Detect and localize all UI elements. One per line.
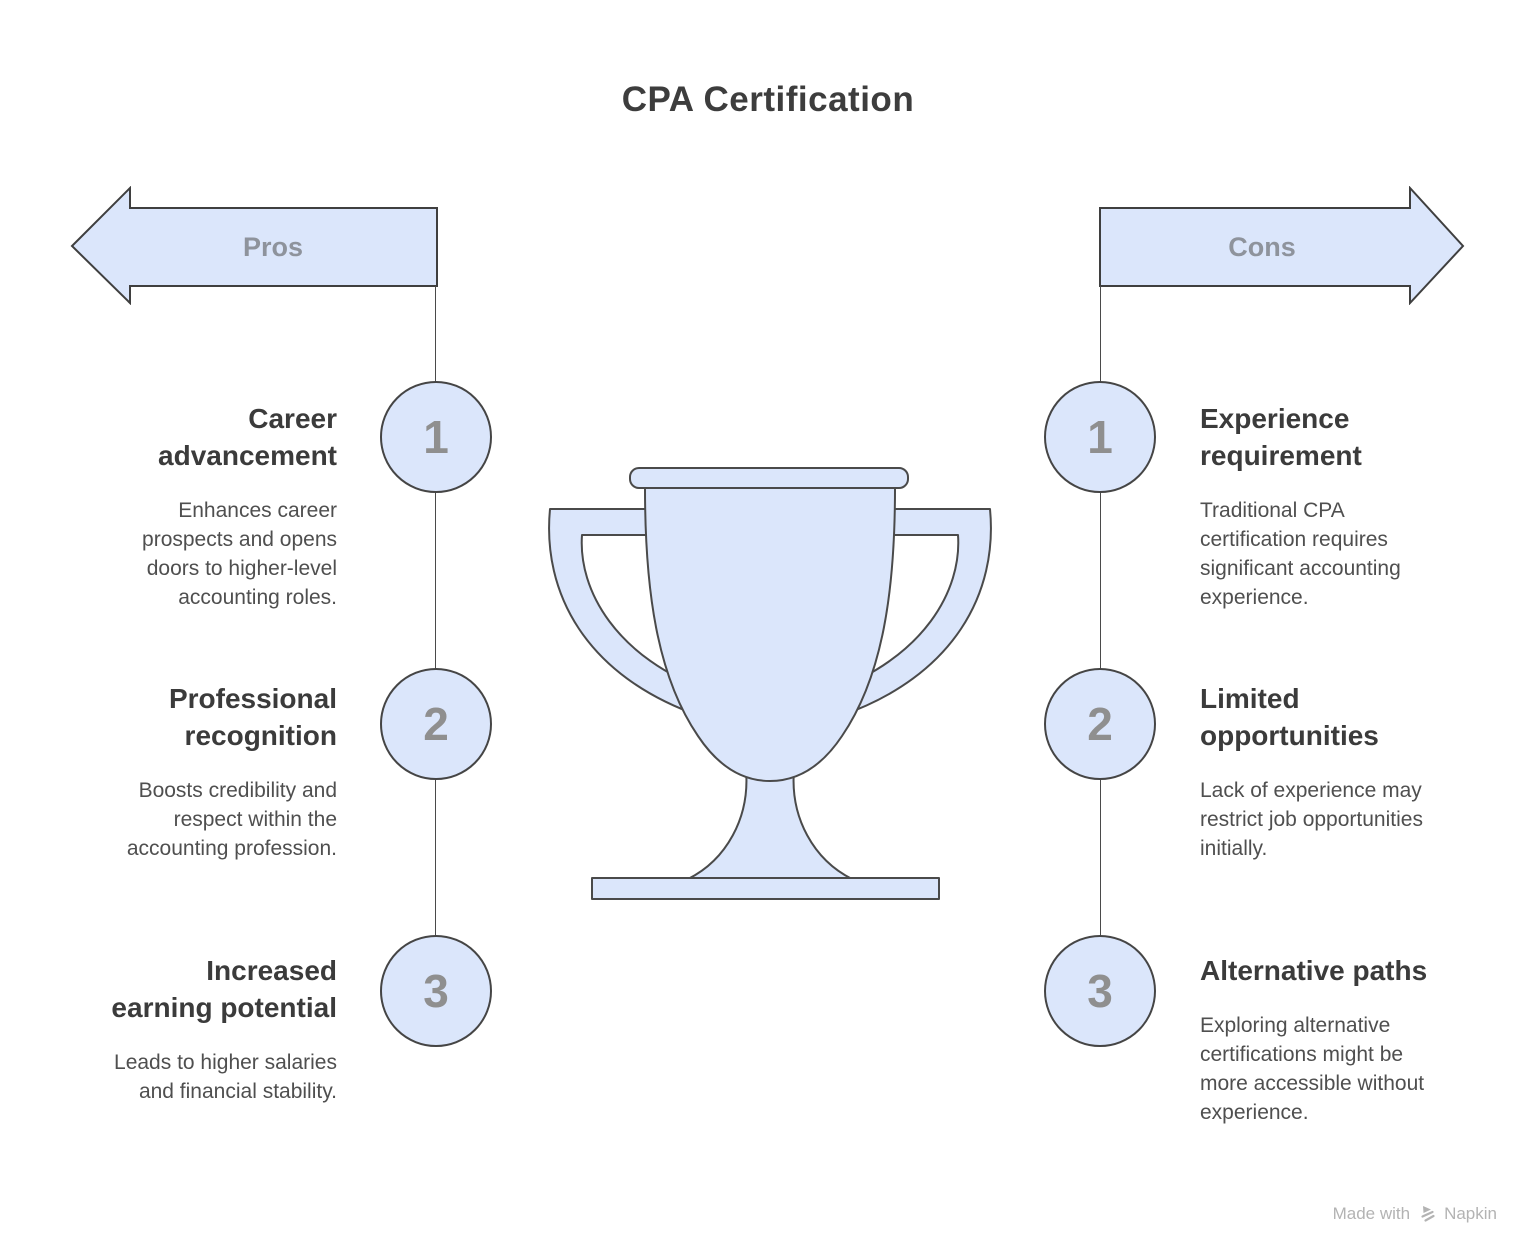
- cons-arrow-icon: [1099, 186, 1465, 305]
- trophy-cup: [644, 487, 896, 782]
- cons-connector-line: [1100, 286, 1101, 991]
- cons-step-1-circle: 1: [1044, 381, 1156, 493]
- watermark-brand-text: Napkin: [1444, 1204, 1497, 1223]
- pros-item-3-desc: Leads to higher salaries and financial s…: [114, 1051, 337, 1103]
- cons-item-1: Experience requirement Traditional CPA c…: [1200, 400, 1500, 612]
- trophy-stem: [687, 769, 853, 880]
- trophy-icon: [548, 467, 992, 900]
- pros-item-1-title: Career advancement: [158, 403, 337, 471]
- pros-item-2: Professional recognition Boosts credibil…: [40, 680, 337, 863]
- pros-item-2-title: Professional recognition: [168, 683, 337, 751]
- cons-step-3-number: 3: [1087, 965, 1113, 1017]
- pros-item-1-desc: Enhances career prospects and opens door…: [142, 499, 337, 609]
- cons-arrow-shape: [1099, 186, 1465, 305]
- cons-step-3-circle: 3: [1044, 935, 1156, 1047]
- pros-item-3-title: Increased earning potential: [111, 955, 337, 1023]
- cons-step-2-number: 2: [1087, 698, 1113, 750]
- cons-item-3-desc: Exploring alternative certifications mig…: [1200, 1014, 1425, 1124]
- pros-step-1-circle: 1: [380, 381, 492, 493]
- cons-item-1-title: Experience requirement: [1200, 403, 1362, 471]
- trophy-base: [591, 877, 940, 900]
- pros-arrow-icon: [70, 186, 438, 305]
- pros-item-1: Career advancement Enhances career prosp…: [40, 400, 337, 612]
- pros-step-2-number: 2: [423, 698, 449, 750]
- cons-item-3-title: Alternative paths: [1200, 955, 1428, 986]
- pros-step-2-circle: 2: [380, 668, 492, 780]
- pros-item-2-desc: Boosts credibility and respect within th…: [126, 779, 337, 860]
- watermark-made-with-text: Made with: [1332, 1204, 1411, 1223]
- cons-step-1-number: 1: [1087, 411, 1113, 463]
- page-title: CPA Certification: [621, 80, 915, 119]
- napkin-logo-icon: [1421, 1206, 1435, 1222]
- watermark[interactable]: Made with Napkin: [1333, 1202, 1497, 1226]
- cons-item-2-title: Limited opportunities: [1200, 683, 1379, 751]
- cons-arrow-label: Cons: [1228, 231, 1296, 262]
- cons-item-2-desc: Lack of experience may restrict job oppo…: [1200, 779, 1423, 860]
- pros-step-3-number: 3: [423, 965, 449, 1017]
- cons-item-1-desc: Traditional CPA certification requires s…: [1200, 499, 1401, 609]
- pros-step-1-number: 1: [423, 411, 449, 463]
- cons-item-3: Alternative paths Exploring alternative …: [1200, 952, 1500, 1127]
- cons-step-2-circle: 2: [1044, 668, 1156, 780]
- pros-arrow-shape: [70, 186, 438, 305]
- pros-arrow-label: Pros: [242, 231, 304, 262]
- pros-step-3-circle: 3: [380, 935, 492, 1047]
- trophy-rim: [629, 467, 909, 489]
- cons-item-2: Limited opportunities Lack of experience…: [1200, 680, 1500, 863]
- pros-item-3: Increased earning potential Leads to hig…: [40, 952, 337, 1106]
- pros-connector-line: [435, 286, 436, 991]
